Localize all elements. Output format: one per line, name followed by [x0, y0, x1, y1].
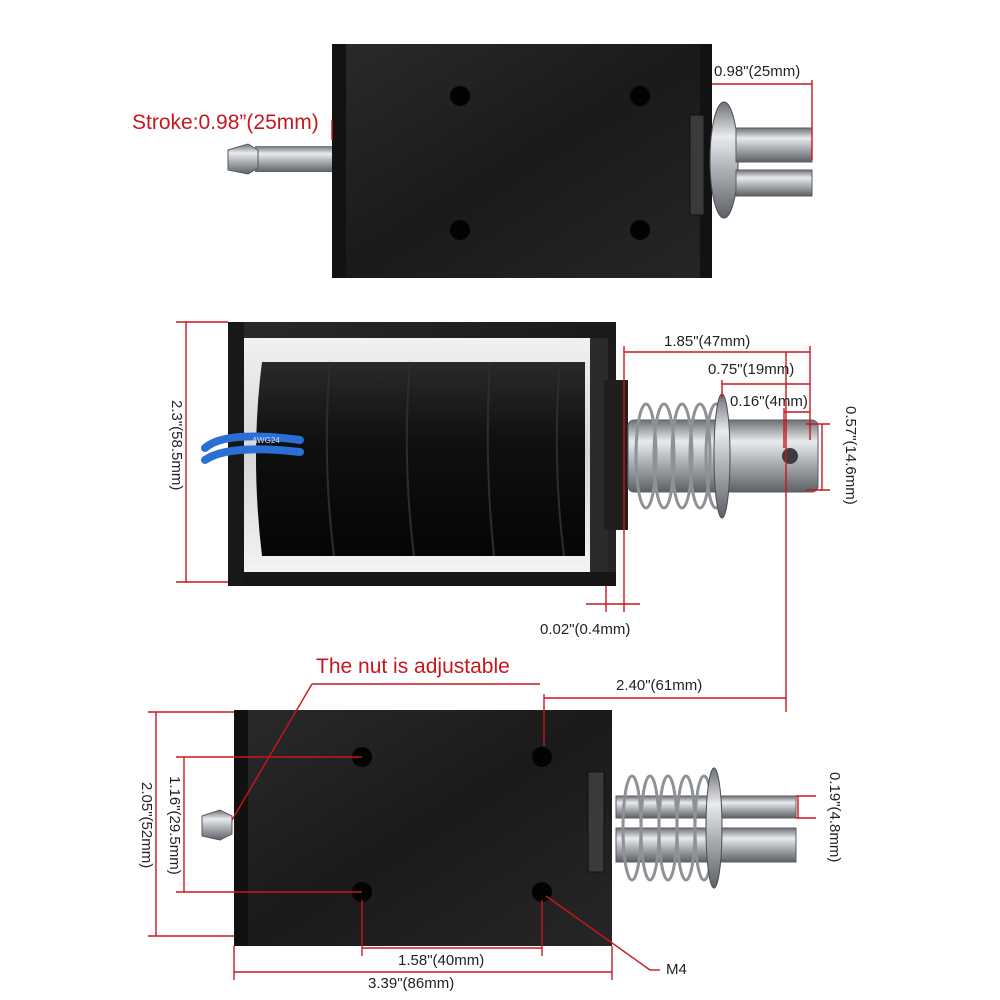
- top-front-plunger-fork: [735, 169, 813, 197]
- bottom-mounting-hole: [532, 882, 552, 902]
- side-view: [201, 322, 819, 586]
- wire-print: AWG24: [252, 436, 280, 445]
- bottom-washer: [705, 767, 723, 889]
- thread-label: M4: [666, 961, 687, 978]
- bottom-rear-nut: [201, 809, 233, 841]
- top-view: [227, 44, 813, 278]
- plate-thickness-label: 0.02"(0.4mm): [540, 621, 631, 638]
- side-coil-wrap: [325, 361, 565, 557]
- hole-spacing-v-label: 1.16"(29.5mm): [166, 776, 183, 875]
- shaft-diameter-label: 0.57"(14.6mm): [842, 406, 859, 505]
- shaft-tip-label: 0.75"(19mm): [708, 361, 795, 378]
- stroke-label: Stroke:0.98”(25mm): [132, 111, 319, 134]
- dimension-lines: [148, 80, 830, 980]
- top-end-plate: [689, 114, 705, 216]
- hole-spacing-h-label: 1.58"(40mm): [398, 952, 485, 969]
- bottom-end-plate: [587, 771, 605, 873]
- dim-thread-leader: [545, 895, 651, 971]
- hole-offset-label: 0.16"(4mm): [730, 393, 808, 410]
- bottom-spring: [621, 774, 715, 882]
- bottom-view: [201, 710, 797, 946]
- side-lead-wire: [201, 432, 304, 464]
- top-rear-nut: [227, 143, 259, 175]
- top-mounting-hole: [450, 220, 470, 240]
- top-frame-edge: [332, 44, 346, 278]
- bottom-mounting-hole: [532, 747, 552, 767]
- top-rear-plunger: [255, 146, 335, 172]
- dim-nut-leader: [231, 683, 313, 821]
- body-length-label: 3.39"(86mm): [368, 975, 455, 992]
- bottom-frame-edge: [234, 710, 248, 946]
- nut-adjustable-label: The nut is adjustable: [316, 655, 510, 678]
- overall-length-label: 2.40"(61mm): [616, 677, 703, 694]
- side-spring: [634, 402, 728, 510]
- top-frame-body: [332, 44, 712, 278]
- side-frame-bottom-plate: [228, 572, 616, 586]
- top-washer: [709, 101, 739, 219]
- top-mounting-hole: [630, 220, 650, 240]
- slot-label: 0.19"(4.8mm): [826, 772, 843, 863]
- side-plunger-hole: [782, 448, 798, 464]
- top-shaft-length-label: 0.98"(25mm): [714, 63, 801, 80]
- top-mounting-hole: [450, 86, 470, 106]
- shaft-total-label: 1.85"(47mm): [664, 333, 751, 350]
- top-frame-edge-right: [700, 44, 712, 278]
- top-front-plunger: [735, 127, 813, 163]
- bottom-frame-body: [234, 710, 612, 946]
- side-washer: [713, 393, 731, 519]
- bottom-height-label: 2.05"(52mm): [138, 782, 155, 869]
- side-height-label: 2.3"(58.5mm): [168, 400, 185, 491]
- side-pole-plate: [590, 338, 608, 572]
- top-mounting-hole: [630, 86, 650, 106]
- side-coil: [256, 362, 585, 556]
